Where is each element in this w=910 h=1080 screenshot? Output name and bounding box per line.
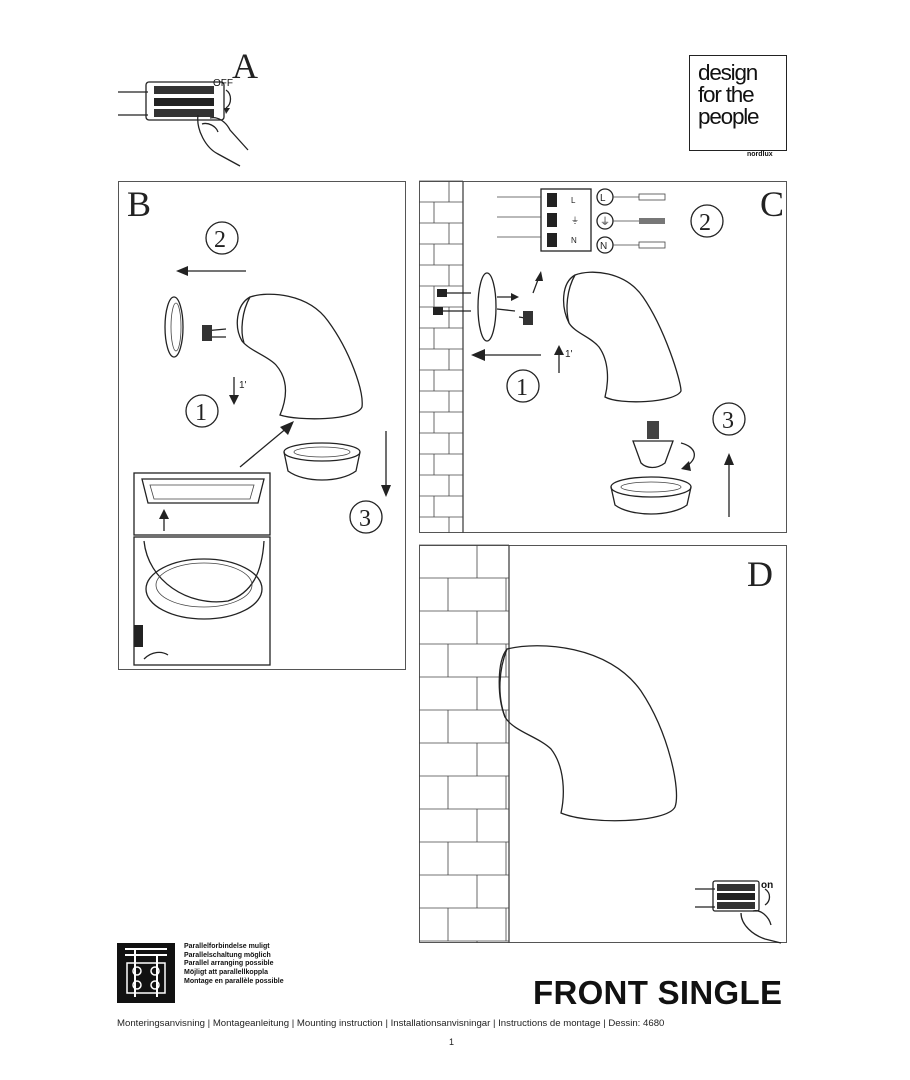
parallel-text-da: Parallelforbindelse muligt [184,943,270,950]
brick-wall-icon [419,544,510,943]
gu10-bulb-icon [632,421,674,469]
parallel-text-sv: Möjligt att parallellkoppla [184,969,269,977]
panel-b-illustration: 2 1 1' 3 [133,221,391,666]
step-a-label: A [232,46,258,86]
brand-logo: design for the people [689,55,787,151]
terminal-block-icon [154,86,214,117]
terminal-l-label: L [600,193,606,204]
step-c-label: C [760,184,785,224]
parallel-connection-text: Parallelforbindelse muligt Parallelschal… [184,943,284,987]
logo-line-2: for the [698,82,755,107]
block-letter-n: N [571,236,577,245]
logo-line-1: design [698,60,758,85]
step-b-label: B [127,184,152,224]
step-b-callout-3: 3 [359,506,371,532]
parallel-text-de: Parallelschaltung möglich [184,951,271,959]
product-title: FRONT SINGLE [533,974,783,1011]
terminal-n-label: N [600,241,607,252]
page-number: 1 [449,1037,455,1047]
terminal-earth-label: ⏚ [600,216,610,228]
step-c-callout-3: 3 [722,408,734,434]
block-letter-earth: ⏚ [571,216,579,225]
step-b-callout-2: 2 [214,227,226,253]
step-b-marker: 1' [239,380,247,391]
switch-on-label: on [761,880,774,891]
panel-d-illustration [419,544,782,944]
step-d-label: D [747,554,773,594]
parallel-text-fr: Montage en parallèle possible [184,977,284,985]
step-c-callout-2: 2 [699,210,711,236]
switch-on-illustration [695,880,782,944]
footer-instructions: Monteringsanvisning | Montageanleitung |… [117,1018,665,1029]
brand-name: nordlux [747,151,773,158]
step-c-callout-1: 1 [516,375,528,401]
step-b-callout-1: 1 [195,400,207,426]
logo-line-3: people [698,104,760,129]
brick-wall-icon [419,180,464,533]
block-letter-l: L [571,196,576,205]
switch-off-illustration [118,81,249,167]
panel-c-illustration: L ⏚ N L ⏚ N 2 1' 1 3 [419,180,746,533]
parallel-text-en: Parallel arranging possible [184,960,274,968]
switch-off-label: OFF [213,78,233,89]
step-c-marker: 1' [565,349,573,360]
parallel-connection-icon [117,943,175,1003]
